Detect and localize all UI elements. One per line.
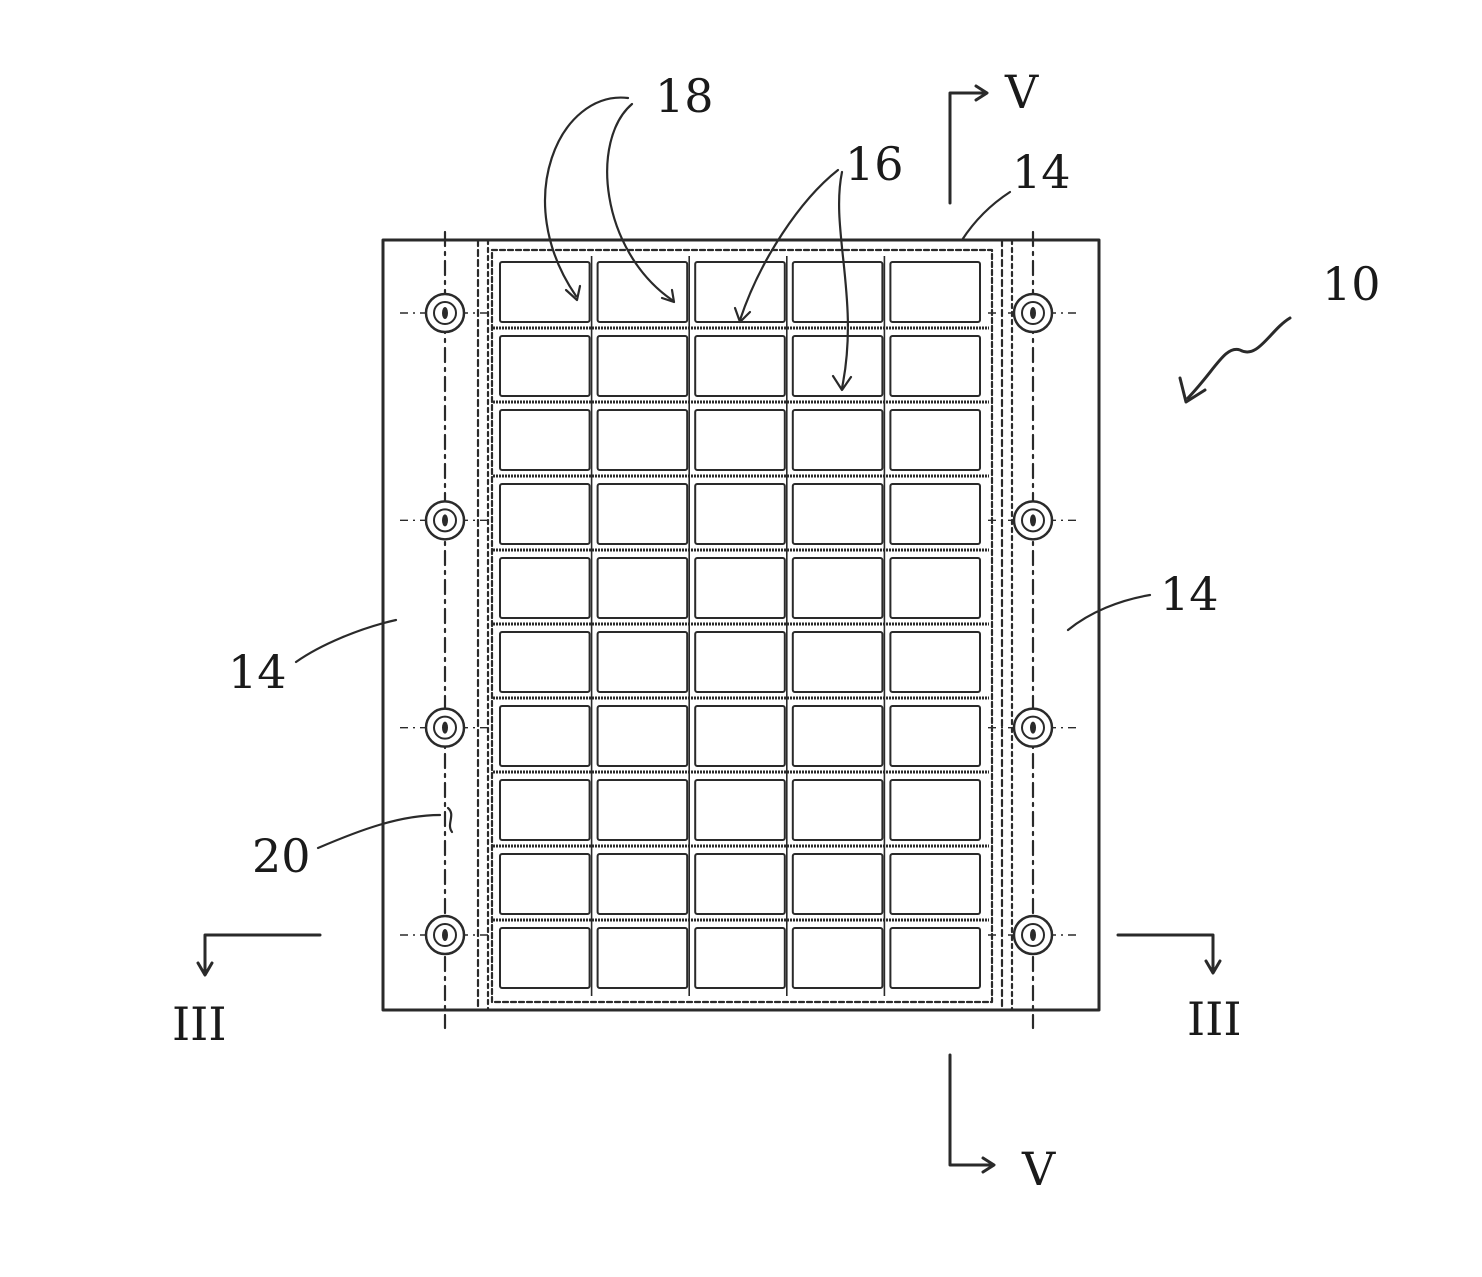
grid-cell [890, 336, 980, 396]
grid-cell [890, 706, 980, 766]
grid-cell [500, 484, 590, 544]
bolt-center [1030, 929, 1036, 941]
grid-cell [500, 780, 590, 840]
bolt-center [442, 929, 448, 941]
grid-cell [890, 928, 980, 988]
ref-14-left-label: 14 [228, 645, 287, 699]
bolt-center [442, 722, 448, 734]
grid-cell [695, 262, 785, 322]
section-v-top-label: V [1004, 65, 1039, 119]
grid-cell [500, 336, 590, 396]
inner-frame [492, 250, 992, 1002]
grid-cell [890, 262, 980, 322]
leader-20 [318, 815, 440, 848]
ref-14-right-label: 14 [1160, 567, 1219, 621]
section-iii-right-line [1118, 935, 1213, 970]
grid-cell [598, 410, 688, 470]
bolt-center [1030, 722, 1036, 734]
grid-cell [695, 336, 785, 396]
grid-cell [598, 780, 688, 840]
section-v-bottom-line [950, 1055, 992, 1165]
grid-cell [500, 854, 590, 914]
grid-cell [793, 780, 883, 840]
bolt-hole [400, 294, 490, 332]
grid-cell [500, 558, 590, 618]
leader-14-top [962, 192, 1010, 240]
section-iii-right-label: III [1187, 992, 1242, 1046]
ref-18-label: 18 [655, 69, 714, 123]
ref-10-label: 10 [1322, 257, 1381, 311]
grid-cell [500, 410, 590, 470]
grid-cell [695, 780, 785, 840]
ref-16-label: 16 [845, 137, 904, 191]
bolt-center [442, 307, 448, 319]
grid-cell [695, 706, 785, 766]
grid-cell [793, 484, 883, 544]
grid-cell [793, 854, 883, 914]
grid-cell [598, 854, 688, 914]
grid-cell [695, 928, 785, 988]
grid-cell [598, 558, 688, 618]
section-v-bottom-label: V [1021, 1142, 1056, 1196]
grid-cell [793, 632, 883, 692]
grid-cell [890, 780, 980, 840]
grid-cell [695, 558, 785, 618]
grid-cell [890, 484, 980, 544]
bolt-hole [400, 916, 490, 954]
grid-cell [890, 558, 980, 618]
bolt-center [1030, 307, 1036, 319]
grid-cell [598, 632, 688, 692]
bolt-hole [400, 501, 490, 539]
cell-grid [493, 256, 989, 996]
grid-cell [500, 928, 590, 988]
grid-cell [793, 262, 883, 322]
bolt-center [1030, 514, 1036, 526]
ref-14-top-label: 14 [1012, 145, 1071, 199]
grid-cell [500, 706, 590, 766]
leader-14-left [296, 620, 396, 662]
section-v-top-line [950, 93, 985, 203]
grid-cell [793, 410, 883, 470]
grid-cell [500, 632, 590, 692]
grid-cell [793, 928, 883, 988]
grid-cell [695, 484, 785, 544]
leader-18-b [607, 104, 672, 300]
grid-cell [890, 632, 980, 692]
leader-16-b [839, 172, 848, 388]
grid-cell [598, 336, 688, 396]
section-iii-left-line [205, 935, 320, 972]
leader-10 [1188, 318, 1290, 398]
leader-16-a [740, 170, 838, 320]
grid-cell [793, 558, 883, 618]
grid-cell [695, 854, 785, 914]
grid-cell [598, 928, 688, 988]
grid-cell [598, 706, 688, 766]
grid-cell [695, 410, 785, 470]
grid-cell [598, 484, 688, 544]
grid-cell [500, 262, 590, 322]
bolt-center [442, 514, 448, 526]
grid-cell [890, 410, 980, 470]
section-iii-left-label: III [172, 997, 227, 1051]
grid-cell [890, 854, 980, 914]
bolt-hole [400, 709, 490, 747]
leader-20-hook [448, 808, 452, 832]
grid-cell [793, 336, 883, 396]
grid-cell [695, 632, 785, 692]
grid-cell [793, 706, 883, 766]
leader-14-right [1068, 595, 1150, 630]
ref-20-label: 20 [252, 829, 311, 883]
